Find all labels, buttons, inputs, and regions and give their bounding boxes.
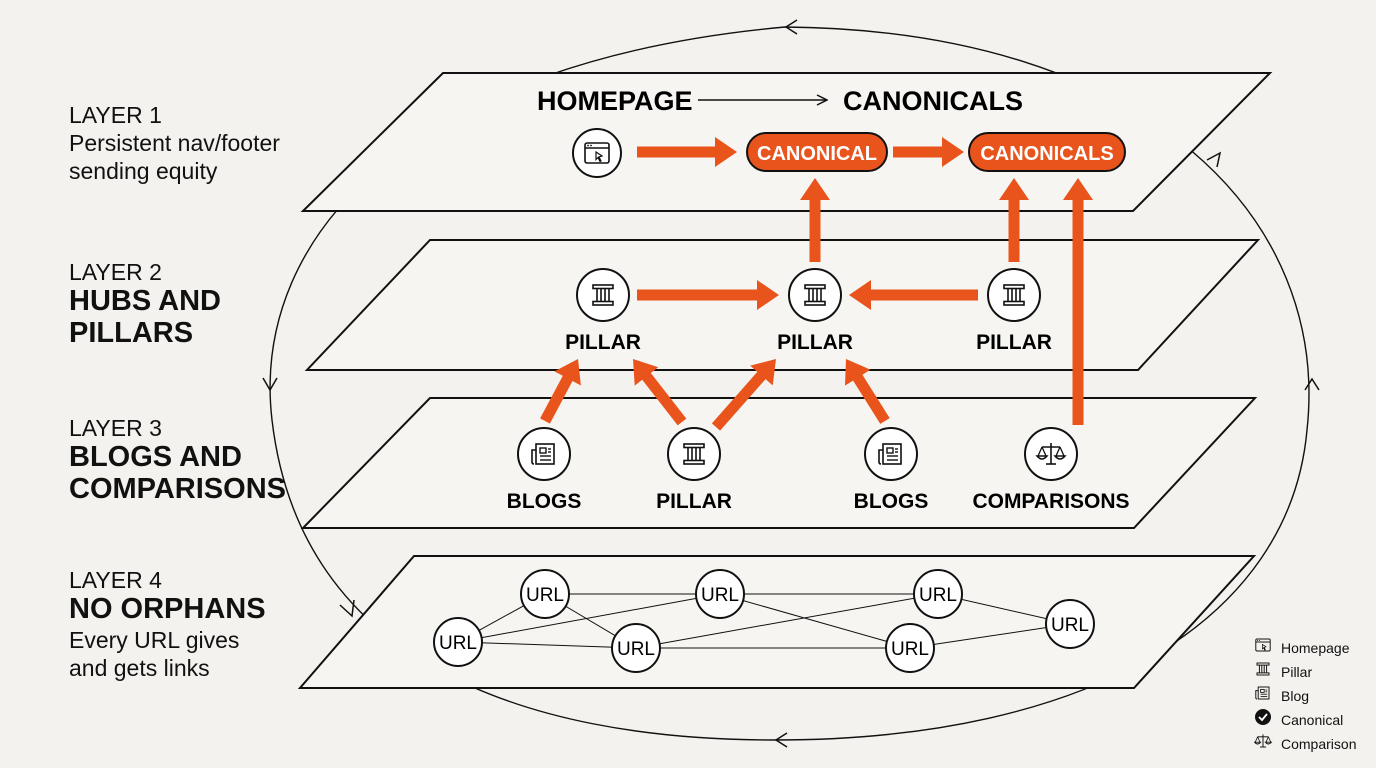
pillar-to-canonical-arrow [800, 178, 830, 262]
layer-3-label: LAYER 3 [69, 415, 162, 441]
url-node: URL [433, 617, 483, 667]
layer-4-title: NO ORPHANS [69, 593, 266, 626]
layer-4-subtitle: Every URL gives and gets links [69, 626, 240, 681]
svg-text:URL: URL [617, 639, 655, 660]
canonical-pill [746, 132, 888, 172]
pillar-node-center [788, 268, 842, 322]
check-circle-icon [1255, 709, 1271, 725]
homepage-heading: HOMEPAGE [537, 86, 693, 116]
blogs-node-left [517, 427, 571, 481]
layer-1-caption: LAYER 1 Persistent nav/footer sending eq… [69, 101, 280, 185]
cycle-arrowhead-left-low [339, 599, 355, 618]
canonicals-heading: CANONICALS [843, 86, 1023, 116]
legend-label: Homepage [1281, 640, 1350, 656]
canonicals-pill-label: CANONICALS [980, 143, 1113, 165]
layer-2-title-line-1: HUBS AND [69, 285, 221, 318]
cycle-arrowhead-right [1206, 151, 1222, 168]
legend-label: Pillar [1281, 664, 1313, 680]
layer-4-caption: LAYER 4 NO ORPHANS Every URL gives and g… [69, 566, 266, 682]
pillar-to-canonicals-arrow [999, 178, 1029, 262]
pillar-node-layer3 [667, 427, 721, 481]
canonical-to-canonicals-arrow [893, 137, 964, 167]
legend-icons [1254, 638, 1272, 748]
pillar-node-right [987, 268, 1041, 322]
url-node: URL [611, 623, 661, 673]
blogs-label: BLOGS [854, 490, 929, 513]
legend-item: Homepage [1253, 636, 1356, 660]
layer-3-caption: LAYER 3 BLOGS AND COMPARISONS [69, 414, 286, 506]
svg-text:URL: URL [439, 633, 477, 654]
legend-label: Blog [1281, 688, 1310, 704]
layer-2-caption: LAYER 2 HUBS AND PILLARS [69, 258, 221, 350]
legend-item: Pillar [1253, 660, 1356, 684]
svg-text:URL: URL [701, 585, 739, 606]
layer-4-label: LAYER 4 [69, 567, 162, 593]
layer-1-label: LAYER 1 [69, 102, 162, 128]
pillar-label: PILLAR [976, 331, 1052, 354]
svg-text:URL: URL [891, 639, 929, 660]
pillar-label: PILLAR [656, 490, 732, 513]
comparisons-label: COMPARISONS [972, 490, 1129, 513]
blogs-to-pillar-center-arrow [845, 359, 890, 424]
pillar-left-to-center-arrow [637, 280, 779, 310]
comparisons-to-canonicals-arrow [1063, 178, 1093, 425]
legend-label: Comparison [1281, 736, 1357, 752]
legend-label: Canonical [1281, 712, 1344, 728]
layer-1-subtitle: Persistent nav/footer sending equity [69, 130, 280, 185]
canonical-pill-label: CANONICAL [757, 143, 877, 165]
blogs-label: BLOGS [507, 490, 582, 513]
pillar-node-left [576, 268, 630, 322]
equity-flow-arrows [540, 137, 1093, 431]
url-node: URL [520, 569, 570, 619]
cycle-arrowhead-bottom [774, 732, 788, 748]
url-node: URL [913, 569, 963, 619]
svg-text:URL: URL [919, 585, 957, 606]
pillar-label: PILLAR [777, 331, 853, 354]
pillar3-to-pillar-center-arrow [711, 359, 776, 431]
url-node: URL [1045, 599, 1095, 649]
pillar3-to-pillar-left-arrow [633, 359, 687, 426]
legend-item: Comparison [1253, 732, 1356, 756]
svg-text:URL: URL [1051, 615, 1089, 636]
legend-item: Blog [1253, 684, 1356, 708]
blogs-node-right [864, 427, 918, 481]
cycle-arrowhead-right-low [1304, 377, 1320, 391]
legend-item: Canonical [1253, 708, 1356, 732]
layer-2-title-line-2: PILLARS [69, 316, 194, 349]
url-node: URL [695, 569, 745, 619]
layer-2-label: LAYER 2 [69, 259, 162, 285]
cycle-arrowhead-top [784, 19, 798, 35]
pillar-label: PILLAR [565, 331, 641, 354]
layer-3-title-line-1: BLOGS AND [69, 441, 242, 474]
url-node: URL [885, 623, 935, 673]
svg-text:URL: URL [526, 585, 564, 606]
cycle-arrowhead-left [262, 377, 278, 392]
homepage-to-canonical-arrow [637, 137, 737, 167]
layer-3-title-line-2: COMPARISONS [69, 472, 286, 505]
canonicals-pill [968, 132, 1126, 172]
blogs-to-pillar-arrow [540, 359, 581, 424]
pillar-right-to-center-arrow [849, 280, 978, 310]
legend: Homepage Pillar Blog Canonical Compariso… [1253, 636, 1356, 756]
